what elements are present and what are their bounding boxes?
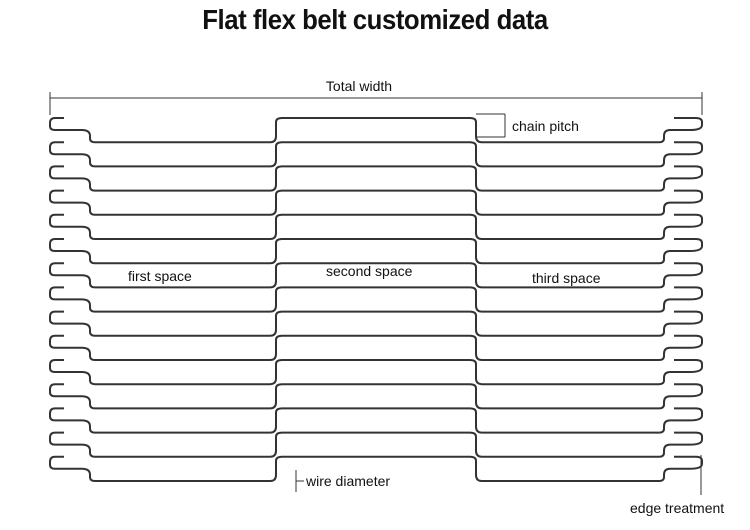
first-space-label: first space xyxy=(128,268,192,284)
belt-wire-row xyxy=(49,213,703,240)
chain-pitch-label: chain pitch xyxy=(512,118,579,134)
third-space-label: third space xyxy=(532,270,601,286)
belt-wire-row xyxy=(49,407,703,434)
belt-wire-row xyxy=(49,117,703,144)
edge-treatment-label: edge treatment xyxy=(630,500,724,516)
belt-wire-row xyxy=(49,455,703,482)
belt-wire-row xyxy=(49,431,703,458)
chain-pitch-dimension xyxy=(476,113,506,138)
belt-wire-row xyxy=(49,238,703,265)
belt-wire-row xyxy=(49,334,703,361)
belt-wire-row xyxy=(49,310,703,337)
belt-wire-row xyxy=(49,189,703,216)
second-space-label: second space xyxy=(326,263,413,279)
wire-diameter-label: wire diameter xyxy=(305,473,390,489)
belt-wire-row xyxy=(49,383,703,410)
total-width-dimension xyxy=(49,92,703,115)
wire-diameter-dimension xyxy=(295,470,304,492)
belt-wire-row xyxy=(49,141,703,168)
belt-wire-row xyxy=(49,286,703,313)
belt-wire-row xyxy=(49,359,703,386)
total-width-label: Total width xyxy=(326,78,392,94)
belt-wire-row xyxy=(49,165,703,192)
page-title: Flat flex belt customized data xyxy=(202,4,548,35)
belt-wire-row xyxy=(49,262,703,289)
belt-wires xyxy=(49,117,703,482)
